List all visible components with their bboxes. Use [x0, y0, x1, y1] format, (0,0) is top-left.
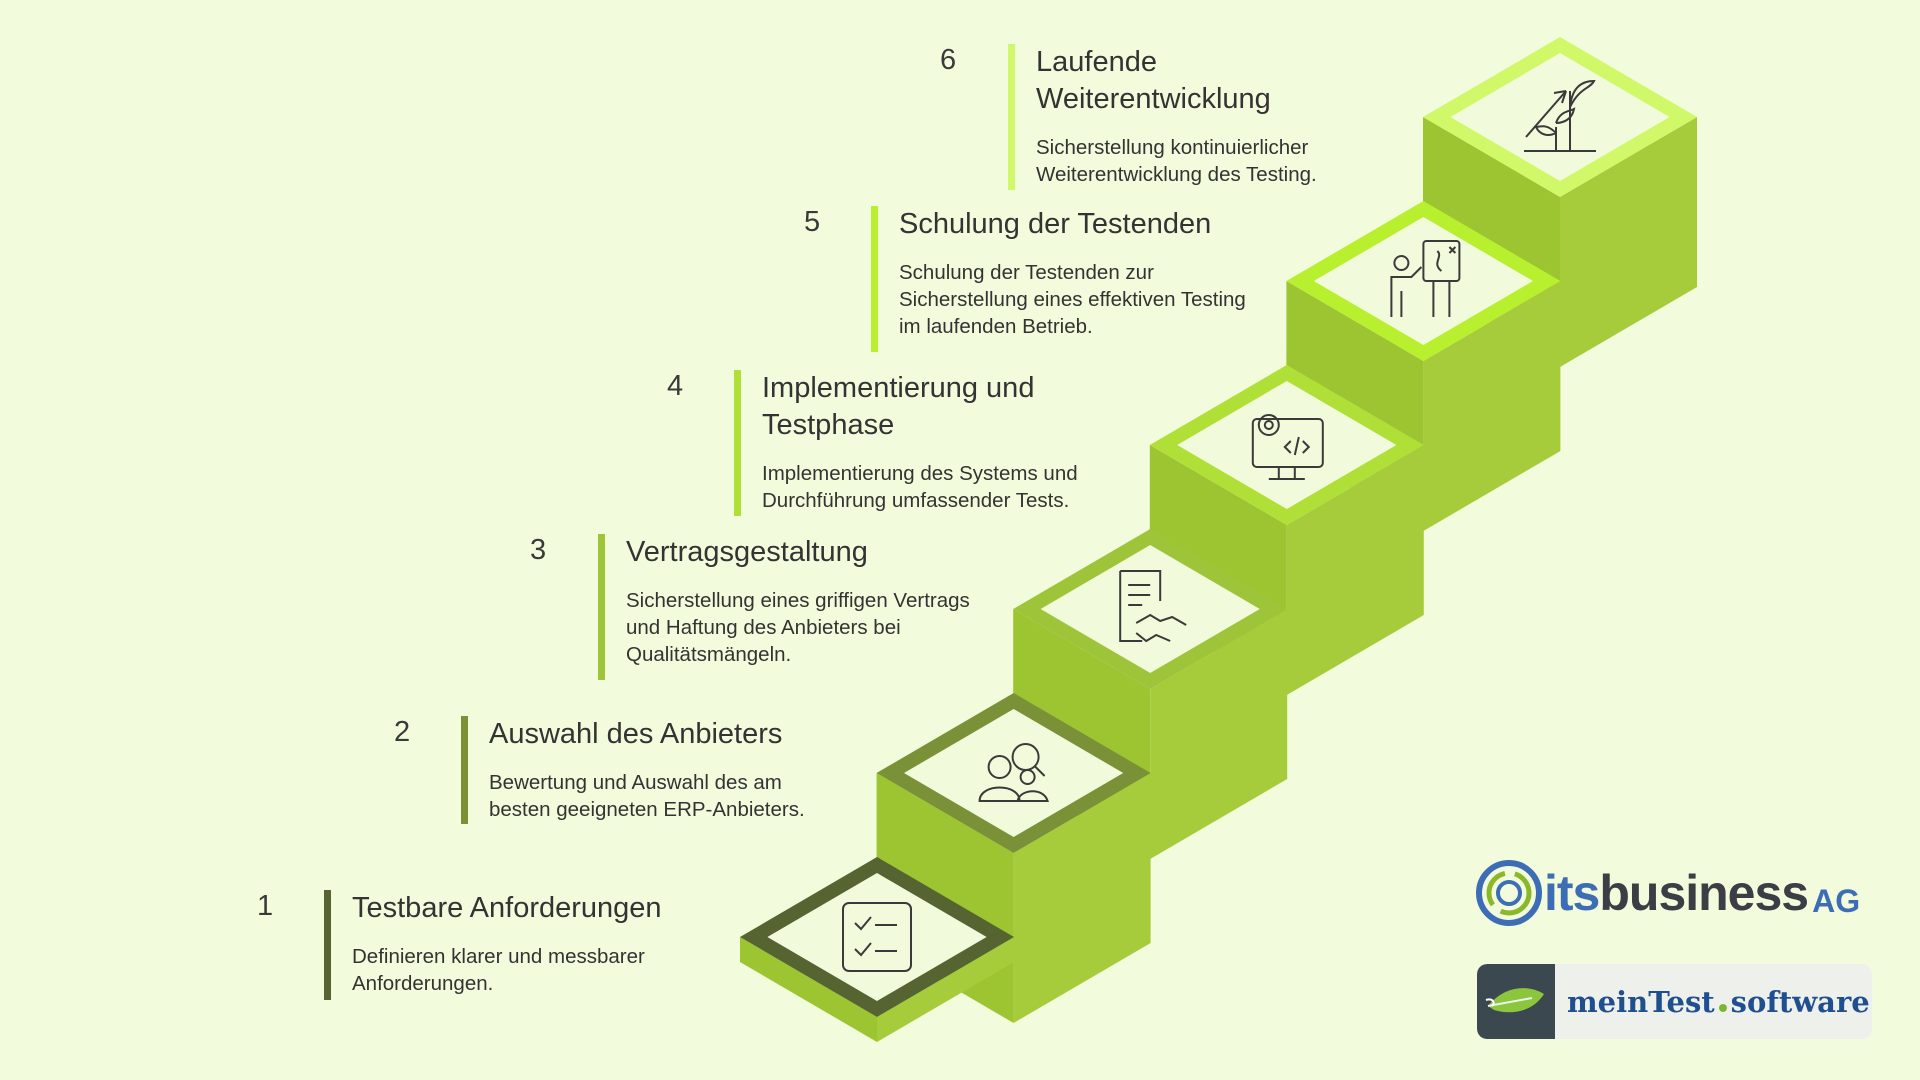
itsbusiness-emblem-icon: [1476, 860, 1542, 926]
step-right-face: [1150, 609, 1288, 859]
contract-handshake-icon: [1119, 570, 1187, 643]
step-right-face: [1560, 117, 1697, 367]
step-number: 3: [530, 534, 547, 566]
step-title: Auswahl des Anbieters: [489, 718, 783, 750]
logo-ag-text: AG: [1812, 883, 1861, 919]
step-right-face: [877, 937, 1014, 1042]
step-accent-bar: [461, 716, 468, 824]
step-description: Schulung der Testenden zur Sicherstellun…: [899, 261, 1246, 338]
logo-meintest-text: meinTest: [1567, 984, 1715, 1019]
logo-business-text: business: [1599, 865, 1809, 921]
step-accent-bar: [871, 206, 878, 352]
step-right-face: [1423, 281, 1561, 531]
step-title: Testbare Anforderungen: [352, 892, 662, 924]
step-description: Sicherstellung kontinuierlicher Weiteren…: [1036, 136, 1317, 186]
step-accent-bar: [1008, 44, 1015, 190]
step-title: Schulung der Testenden: [899, 208, 1212, 240]
people-search-icon: [978, 743, 1049, 802]
meintest-software-logo: meinTest software: [1477, 964, 1872, 1039]
logo-its-text: its: [1544, 865, 1600, 921]
step-right-face: [1286, 445, 1424, 695]
step-top-inner: [904, 709, 1124, 837]
step-right-face: [1013, 773, 1151, 1023]
logo-dot: [1718, 1003, 1727, 1012]
logo-software-text: software: [1730, 984, 1870, 1019]
step-description: Definieren klarer und messbarer Anforder…: [352, 945, 645, 995]
step-top-inner: [767, 873, 987, 1001]
step-accent-bar: [734, 370, 741, 516]
step-top-inner: [1040, 545, 1260, 673]
step-accent-bar: [324, 890, 331, 1000]
step-title: Vertragsgestaltung: [626, 536, 868, 568]
presentation-teacher-icon: [1390, 240, 1461, 317]
step-title: Implementierung und Testphase: [762, 372, 1035, 441]
leaf-icon: [1477, 964, 1555, 1039]
step-left-face: [740, 937, 877, 1042]
step-description: Implementierung des Systems und Durchfüh…: [762, 462, 1078, 512]
step-accent-bar: [598, 534, 605, 680]
growth-plant-icon: [1524, 79, 1596, 152]
step-title: Laufende Weiterentwicklung: [1036, 46, 1271, 115]
step-description: Bewertung und Auswahl des am besten geei…: [489, 771, 805, 821]
step-number: 1: [257, 890, 274, 922]
monitor-code-gear-icon: [1251, 414, 1324, 480]
step-number: 6: [940, 44, 957, 76]
step-number: 5: [804, 206, 821, 238]
step-number: 2: [394, 716, 411, 748]
step-number: 4: [667, 370, 684, 402]
step-description: Sicherstellung eines griffigen Vertrags …: [626, 589, 970, 666]
checklist-icon: [842, 902, 912, 972]
